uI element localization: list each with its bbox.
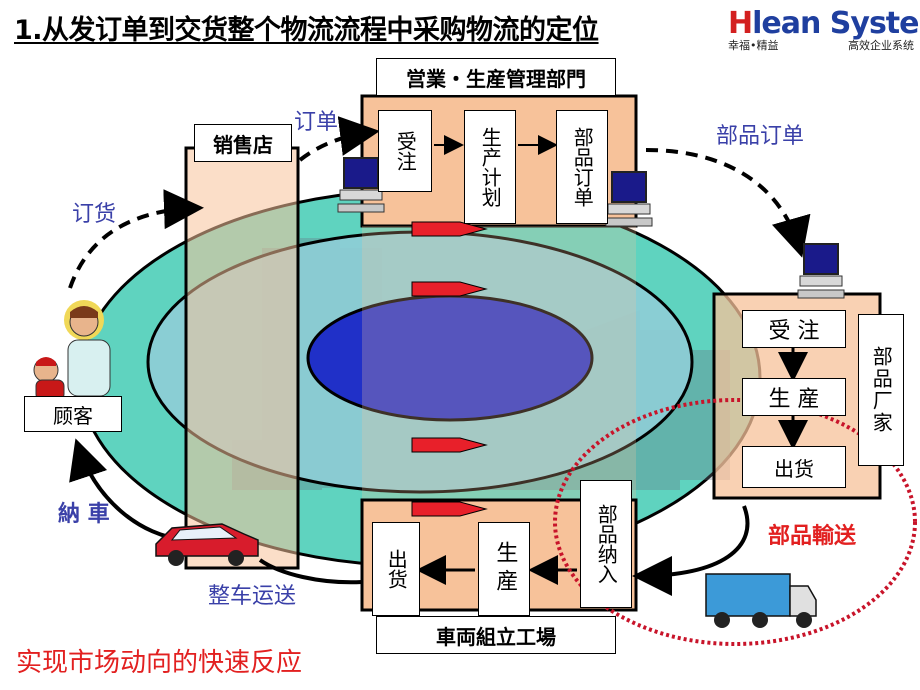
purchase-label: 订货 — [72, 202, 117, 227]
footer-slogan: 实现市场动向的快速反应 — [16, 648, 303, 678]
logo-name: Hlean System — [728, 6, 920, 41]
sales-step: 部品订单 — [556, 110, 608, 224]
sales-step: 生产计划 — [464, 110, 516, 224]
customer-box: 顾客 — [24, 396, 122, 432]
sales-step: 受注 — [378, 110, 432, 192]
highlight-circle — [553, 398, 917, 646]
dealer-header: 销售店 — [194, 124, 292, 162]
parts-transport-flow — [632, 505, 750, 596]
delivery-label: 納 車 — [58, 502, 110, 527]
logo-tagline: 幸福•精益高效企业系统 — [728, 39, 914, 52]
red-flow-arrows — [411, 221, 488, 517]
parts-transport-label: 部品輸送 — [768, 524, 857, 549]
car-transport-flow — [258, 558, 363, 585]
computer-icon — [797, 243, 845, 299]
people-icon — [33, 300, 111, 401]
sales-production-header: 営業・生産管理部門 — [376, 58, 616, 96]
parts-step-ship: 出货 — [742, 446, 846, 488]
purchase-flow — [68, 189, 204, 289]
parts-step-produce: 生 産 — [742, 378, 846, 416]
assembly-plant-header: 車両組立工場 — [376, 616, 616, 654]
car-icon — [155, 523, 259, 566]
order-label: 订单 — [294, 110, 339, 135]
parts-maker-header: 部品厂家 — [858, 314, 904, 466]
plant-step-ship: 出货 — [372, 522, 420, 616]
car-transport-label: 整车运送 — [208, 584, 297, 609]
plant-step-parts-receive: 部品纳入 — [580, 480, 632, 608]
computer-icon — [337, 157, 385, 213]
dealer-band — [184, 146, 300, 570]
plant-step-produce: 生産 — [478, 522, 530, 616]
parts-order-flow — [645, 148, 811, 258]
page-title: 1.从发订单到交货整个物流流程中采购物流的定位 — [14, 15, 599, 46]
parts-step-receive: 受 注 — [742, 310, 846, 348]
parts-order-label: 部品订单 — [716, 124, 805, 149]
order-flow — [298, 116, 380, 162]
computer-icon — [605, 171, 653, 227]
truck-icon — [705, 573, 817, 628]
